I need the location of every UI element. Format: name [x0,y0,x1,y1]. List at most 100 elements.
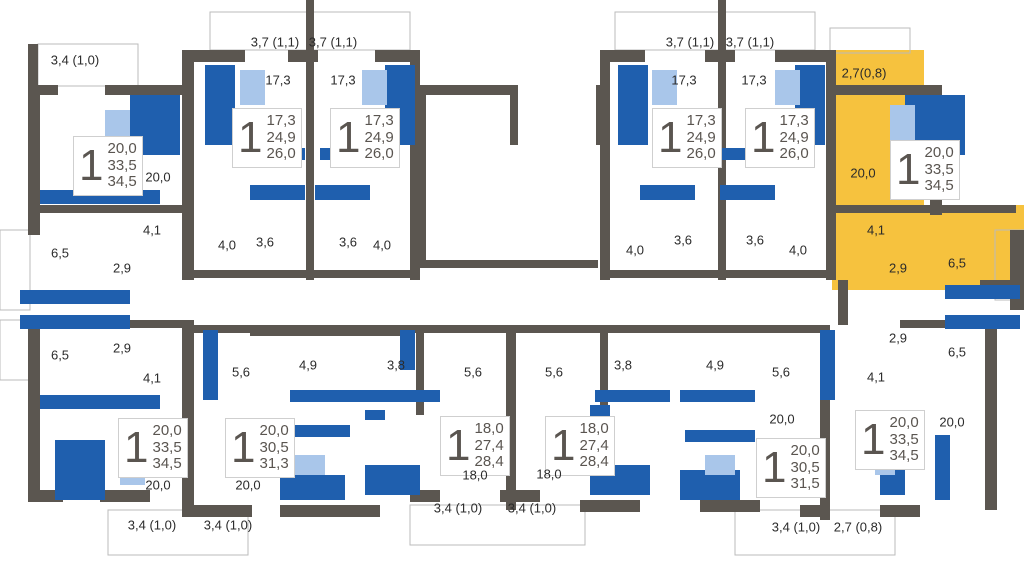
room-count: 1 [762,443,787,492]
wall [826,85,936,95]
furniture [595,390,670,402]
wall [416,325,424,415]
furniture [203,330,218,400]
wall [182,320,194,510]
total-area: 27,4 [474,436,504,454]
room-area-label: 3,8 [386,357,406,373]
room-area-label: 20,0 [235,477,261,493]
wall [600,270,830,278]
wall [190,270,420,278]
apartment-12[interactable]: 1 20,0 33,5 34,5 [855,410,925,470]
wall [600,325,608,415]
wall [182,50,194,280]
room-area-label: 3,4 (1,0) [771,519,821,535]
apartment-10[interactable]: 1 18,0 27,4 28,4 [545,416,615,476]
apartment-11[interactable]: 1 20,0 30,5 31,5 [756,438,826,498]
room-area-label: 3,6 [673,232,693,248]
furniture [365,465,420,495]
living-area: 18,0 [474,420,504,438]
room-area-label: 4,0 [372,237,392,253]
total-area-with-balcony: 28,4 [579,453,609,471]
wall [418,85,518,95]
wall [28,44,38,86]
room-area-label: 17,3 [741,72,767,88]
furniture [55,440,105,500]
wall [600,50,610,280]
rug [890,105,915,140]
room-area-label: 3,7 (1,1) [725,34,775,50]
room-area-label: 5,6 [771,364,791,380]
furniture [685,430,755,442]
room-area-label: 3,6 [745,232,765,248]
total-area: 27,4 [579,436,609,454]
balcony-outline [409,504,586,546]
room-area-label: 4,0 [217,237,237,253]
furniture [945,285,1020,299]
room-area-label: 3,7 (1,1) [250,34,300,50]
total-area: 30,5 [259,438,289,456]
apartment-2[interactable]: 1 17,3 24,9 26,0 [232,108,302,168]
room-area-label: 20,0 [145,477,171,493]
room-area-label: 6,5 [947,344,967,360]
room-area-label: 2,7(0,8) [841,65,887,81]
room-area-label: 2,9 [888,330,908,346]
room-count: 1 [861,415,886,464]
room-area-label: 3,8 [613,357,633,373]
total-area-with-balcony: 26,0 [779,145,809,163]
rug [240,70,265,105]
wall [838,280,848,325]
apartment-9[interactable]: 1 18,0 27,4 28,4 [440,416,510,476]
furniture [400,330,415,370]
room-count: 1 [751,113,776,162]
wall [880,505,920,517]
room-count: 1 [446,421,471,470]
total-area: 30,5 [790,458,820,476]
wall [28,85,40,235]
total-area: 24,9 [779,128,809,146]
total-area-with-balcony: 26,0 [686,145,716,163]
apartment-8[interactable]: 1 20,0 30,5 31,3 [225,418,295,478]
apartment-5[interactable]: 1 17,3 24,9 26,0 [745,108,815,168]
room-area-label: 4,9 [298,357,318,373]
total-area: 24,9 [266,128,296,146]
wall [28,490,63,502]
room-area-label: 3,4 (1,0) [203,517,253,533]
room-area-label: 6,5 [947,255,967,271]
rug [362,70,387,105]
room-area-label: 20,0 [145,169,171,185]
wall [105,85,185,95]
room-area-label: 17,3 [265,72,291,88]
room-area-label: 2,9 [888,260,908,276]
wall [506,325,516,510]
balcony-outline [614,11,816,51]
total-area: 24,9 [364,128,394,146]
room-count: 1 [658,113,683,162]
apartment-1[interactable]: 1 20,0 33,5 34,5 [73,136,143,196]
wall [418,85,426,265]
apartment-4[interactable]: 1 17,3 24,9 26,0 [652,108,722,168]
furniture [935,435,950,500]
apartment-6-highlighted[interactable]: 1 20,0 33,5 34,5 [890,140,960,200]
apartment-7[interactable]: 1 20,0 33,5 34,5 [118,418,188,478]
total-area-with-balcony: 26,0 [364,145,394,163]
balcony-outline [994,229,1024,301]
wall [500,490,540,502]
wall [985,320,997,510]
furniture [618,65,648,145]
highlighted-apartment-area [832,205,1024,290]
furniture [820,330,835,400]
room-area-label: 4,9 [705,357,725,373]
living-area: 20,0 [107,140,137,158]
total-area-with-balcony: 31,3 [259,455,289,473]
total-area-with-balcony: 34,5 [152,455,182,473]
total-area-with-balcony: 34,5 [889,447,919,465]
room-area-label: 6,5 [50,245,70,261]
room-area-label: 2,9 [112,260,132,276]
wall [718,0,726,280]
room-area-label: 4,1 [142,370,162,386]
total-area: 33,5 [889,430,919,448]
room-area-label: 2,9 [112,340,132,356]
room-area-label: 5,6 [231,364,251,380]
apartment-3[interactable]: 1 17,3 24,9 26,0 [330,108,400,168]
rug [295,455,325,475]
